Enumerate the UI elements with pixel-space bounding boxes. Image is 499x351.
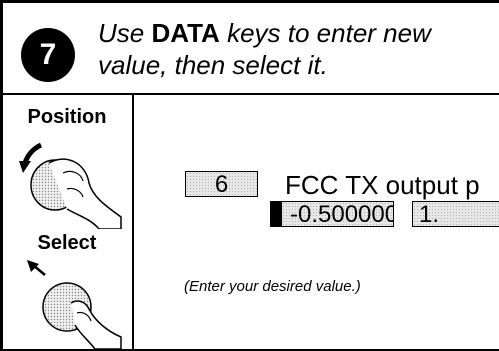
entry-hint: (Enter your desired value.) — [184, 278, 361, 295]
rotary-knob-turn-icon — [19, 142, 122, 229]
entry-cursor — [270, 201, 281, 227]
step-number-badge: 7 — [21, 28, 75, 82]
position-label: Position — [27, 106, 107, 128]
control-column: Position Select — [0, 95, 134, 351]
instruction-prefix: Use — [98, 18, 145, 48]
instruction-line1-suffix: keys to enter new — [227, 18, 431, 48]
next-value-box[interactable]: 1. — [412, 201, 499, 227]
instrument-display: 6 FCC TX output p -0.500000 1. (Enter yo… — [134, 95, 499, 351]
field-number-box: 6 — [185, 171, 258, 197]
step-header: 7 Use DATA keys to enter new value, then… — [0, 0, 499, 95]
step-instruction: Use DATA keys to enter new value, then s… — [98, 17, 499, 81]
instruction-keyword: DATA — [151, 18, 220, 48]
instruction-line2: value, then select it. — [98, 50, 328, 80]
select-label: Select — [37, 232, 97, 254]
rotary-knob-press-icon — [27, 260, 122, 349]
field-title: FCC TX output p — [285, 170, 480, 200]
value-input[interactable]: -0.500000 — [281, 201, 394, 227]
